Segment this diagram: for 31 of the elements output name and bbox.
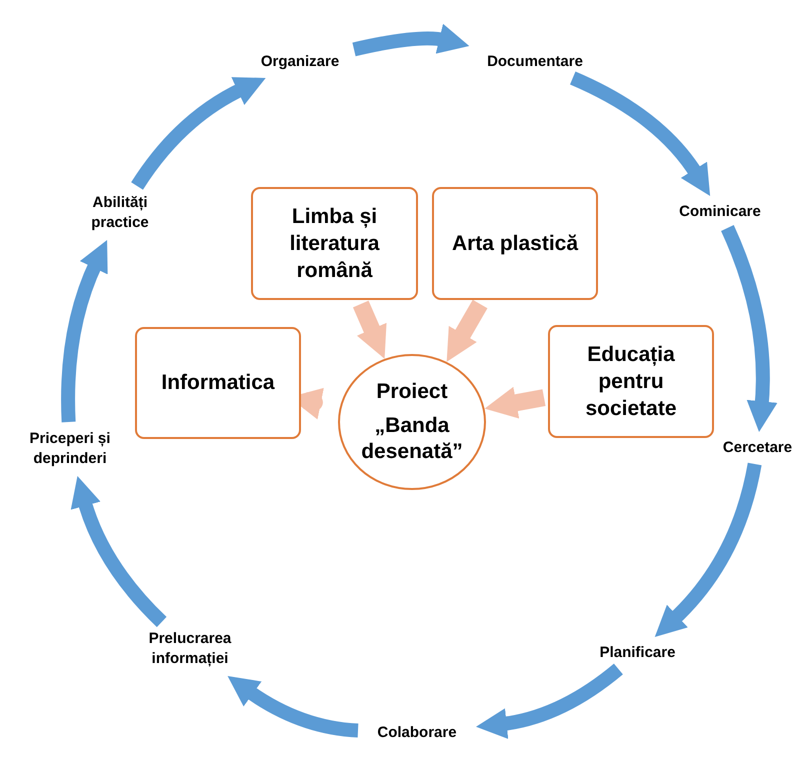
stage-label: Abilități practice xyxy=(90,192,150,233)
subject-box xyxy=(548,325,714,438)
subject-label: Limba și literatura română xyxy=(288,204,380,284)
stage-label: Cercetare xyxy=(722,438,792,458)
arrow xyxy=(61,240,108,422)
arrow xyxy=(570,72,711,196)
project-label: Proiect xyxy=(376,378,448,405)
arrow xyxy=(446,300,488,362)
stage-label: Prelucrarea informației xyxy=(148,628,232,669)
subject-label: Informatica xyxy=(161,370,275,396)
arrow xyxy=(352,24,470,56)
subject-box xyxy=(251,187,418,300)
subject-box xyxy=(432,187,598,300)
subject-box xyxy=(135,327,301,439)
arrow xyxy=(721,225,778,432)
project-title: „Banda desenată” xyxy=(360,412,464,466)
subject-label: Educația pentru societate xyxy=(584,342,678,422)
arrow xyxy=(71,476,167,627)
arrow xyxy=(352,300,387,359)
stage-label: Colaborare xyxy=(377,722,457,743)
arrow xyxy=(484,386,546,419)
arrow xyxy=(655,462,762,638)
subject-label: Arta plastică xyxy=(452,230,578,257)
arrow xyxy=(227,676,358,738)
stage-label: Documentare xyxy=(487,52,583,72)
arrow xyxy=(131,77,266,190)
arrow xyxy=(476,664,623,739)
stage-label: Priceperi și deprinderi xyxy=(28,428,112,469)
stage-label: Cominicare xyxy=(679,202,761,222)
stage-label: Planificare xyxy=(600,642,676,663)
stage-label: Organizare xyxy=(260,52,340,72)
